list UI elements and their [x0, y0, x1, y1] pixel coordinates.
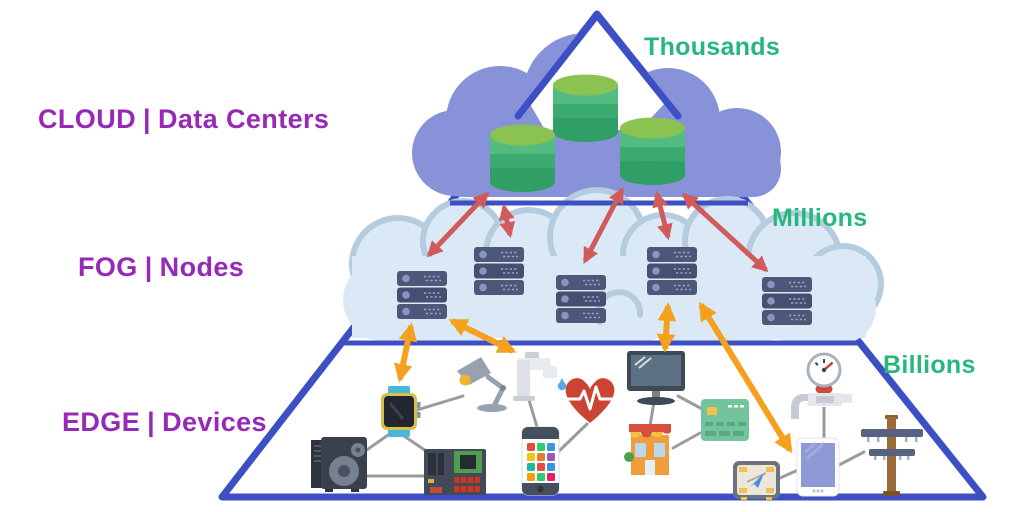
server-stack-icon	[473, 246, 525, 296]
hard-drive-icon	[311, 437, 367, 492]
cloud-layer-name: CLOUD	[38, 104, 136, 134]
fog-scale-label: Millions	[772, 204, 868, 232]
mobile-phone-icon	[796, 437, 840, 497]
water-faucet-icon	[513, 352, 567, 401]
edge-layer-category: Devices	[162, 407, 267, 437]
store-front-icon	[624, 424, 671, 475]
desk-lamp-icon	[457, 357, 507, 412]
fog-layer-name: FOG	[78, 252, 138, 282]
fog-layer-label: FOG|Nodes	[78, 252, 244, 283]
fog-layer-category: Nodes	[159, 252, 245, 282]
label-separator: |	[144, 252, 153, 282]
server-stack-icon	[761, 276, 813, 326]
server-stack-icon	[396, 270, 448, 320]
cloud-fog-arrows	[426, 187, 769, 273]
motherboard-icon	[424, 449, 486, 495]
edge-scale-label: Billions	[883, 351, 976, 379]
utility-pole-icon	[861, 415, 923, 496]
computer-monitor-icon	[627, 351, 685, 405]
smartphone-apps-icon	[521, 426, 560, 496]
edge-layer-name: EDGE	[62, 407, 141, 437]
credit-card-icon	[701, 399, 749, 441]
label-separator: |	[143, 104, 151, 134]
device-link-lines	[356, 394, 866, 480]
smart-water-meter-icon	[791, 352, 852, 439]
database-icon	[553, 74, 618, 142]
cloud-layer-category: Data Centers	[157, 104, 330, 134]
heart-monitor-icon	[565, 378, 615, 423]
smartwatch-icon	[381, 386, 421, 437]
edge-layer-label: EDGE|Devices	[62, 407, 267, 438]
cloud-scale-label: Thousands	[644, 33, 781, 61]
server-stack-icon	[646, 246, 698, 296]
database-icon	[620, 117, 685, 185]
cloud-layer-label: CLOUD|Data Centers	[38, 104, 329, 135]
label-separator: |	[147, 407, 156, 437]
database-icon	[490, 124, 555, 192]
fog-edge-arrows	[393, 301, 793, 454]
gps-navigator-icon	[733, 461, 780, 500]
server-stack-icon	[555, 274, 607, 324]
